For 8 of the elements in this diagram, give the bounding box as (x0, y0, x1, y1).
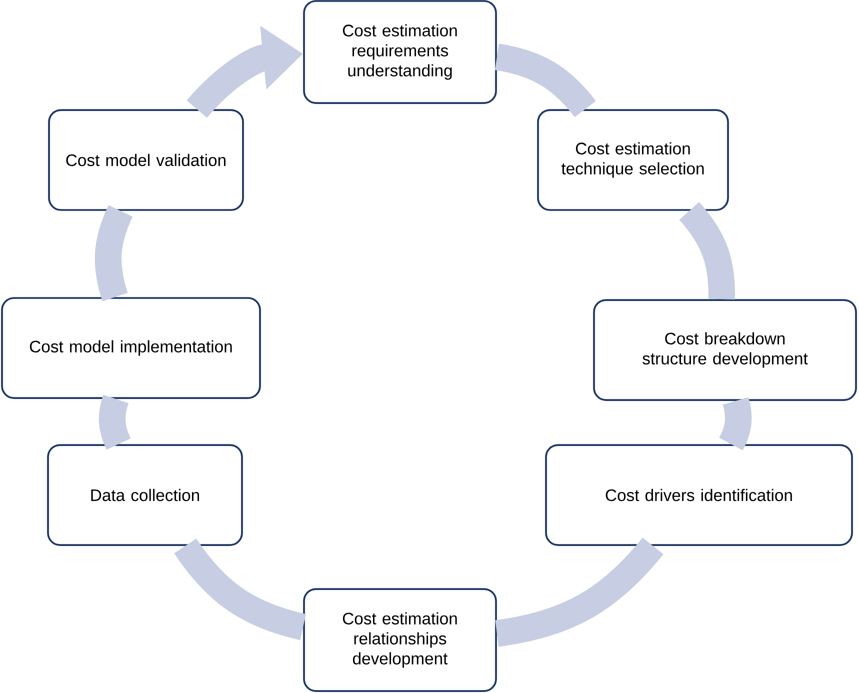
process-box: Cost breakdown structure development (593, 299, 857, 401)
process-box: Cost model implementation (1, 297, 261, 399)
process-box: Data collection (47, 444, 243, 546)
process-box: Cost estimation requirements understanding (303, 0, 497, 104)
process-box: Cost estimation technique selection (537, 109, 729, 211)
process-box: Cost drivers identification (545, 444, 853, 546)
process-box: Cost estimation relationships development (303, 588, 497, 692)
process-box: Cost model validation (48, 109, 244, 211)
